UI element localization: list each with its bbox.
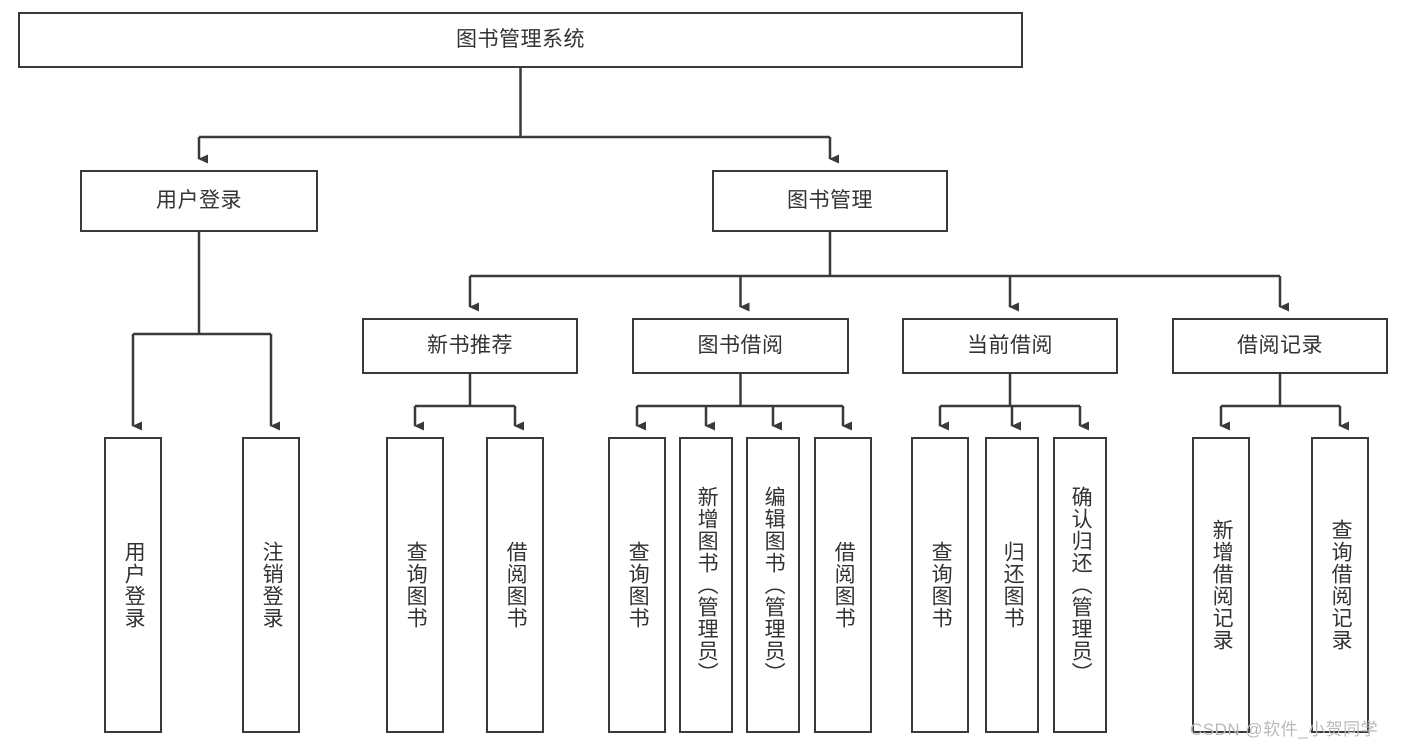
node-label: 借阅图书 — [832, 541, 856, 629]
node-label: 新增借阅记录 — [1210, 519, 1234, 651]
node-label: 图书管理系统 — [456, 28, 585, 52]
csdn-watermark: CSDN @软件_小贺同学 — [1190, 720, 1379, 739]
node-leaf-bor-edit[interactable]: 编辑图书（管理员） — [746, 437, 800, 733]
node-records[interactable]: 借阅记录 — [1172, 318, 1388, 374]
node-leaf-rec-add[interactable]: 新增借阅记录 — [1192, 437, 1250, 733]
node-leaf-user-logout[interactable]: 注销登录 — [242, 437, 300, 733]
node-leaf-new-borrow[interactable]: 借阅图书 — [486, 437, 544, 733]
node-label: 注销登录 — [260, 541, 284, 629]
node-leaf-cur-confirm[interactable]: 确认归还（管理员） — [1053, 437, 1107, 733]
node-root[interactable]: 图书管理系统 — [18, 12, 1023, 68]
node-label: 新书推荐 — [427, 334, 513, 358]
node-label: 用户登录 — [156, 189, 242, 213]
node-label: 新增图书（管理员） — [695, 486, 719, 684]
node-label: 确认归还（管理员） — [1069, 486, 1093, 684]
node-leaf-cur-query[interactable]: 查询图书 — [911, 437, 969, 733]
node-leaf-rec-query[interactable]: 查询借阅记录 — [1311, 437, 1369, 733]
node-label: 借阅记录 — [1237, 334, 1323, 358]
node-label: 编辑图书（管理员） — [762, 486, 786, 684]
node-login[interactable]: 用户登录 — [80, 170, 318, 232]
node-newbook[interactable]: 新书推荐 — [362, 318, 578, 374]
node-leaf-new-query[interactable]: 查询图书 — [386, 437, 444, 733]
node-leaf-bor-query[interactable]: 查询图书 — [608, 437, 666, 733]
node-label: 当前借阅 — [967, 334, 1053, 358]
node-label: 归还图书 — [1001, 541, 1025, 629]
node-current[interactable]: 当前借阅 — [902, 318, 1118, 374]
node-label: 查询借阅记录 — [1329, 519, 1353, 651]
node-label: 查询图书 — [626, 541, 650, 629]
node-leaf-cur-return[interactable]: 归还图书 — [985, 437, 1039, 733]
node-label: 查询图书 — [404, 541, 428, 629]
node-leaf-bor-add[interactable]: 新增图书（管理员） — [679, 437, 733, 733]
node-label: 借阅图书 — [504, 541, 528, 629]
node-label: 图书借阅 — [697, 334, 784, 358]
node-label: 查询图书 — [929, 541, 953, 629]
node-label: 用户登录 — [122, 541, 146, 629]
node-leaf-bor-borrow[interactable]: 借阅图书 — [814, 437, 872, 733]
node-borrow[interactable]: 图书借阅 — [632, 318, 849, 374]
node-leaf-user-login[interactable]: 用户登录 — [104, 437, 162, 733]
node-label: 图书管理 — [787, 189, 873, 213]
node-bookmgmt[interactable]: 图书管理 — [712, 170, 948, 232]
